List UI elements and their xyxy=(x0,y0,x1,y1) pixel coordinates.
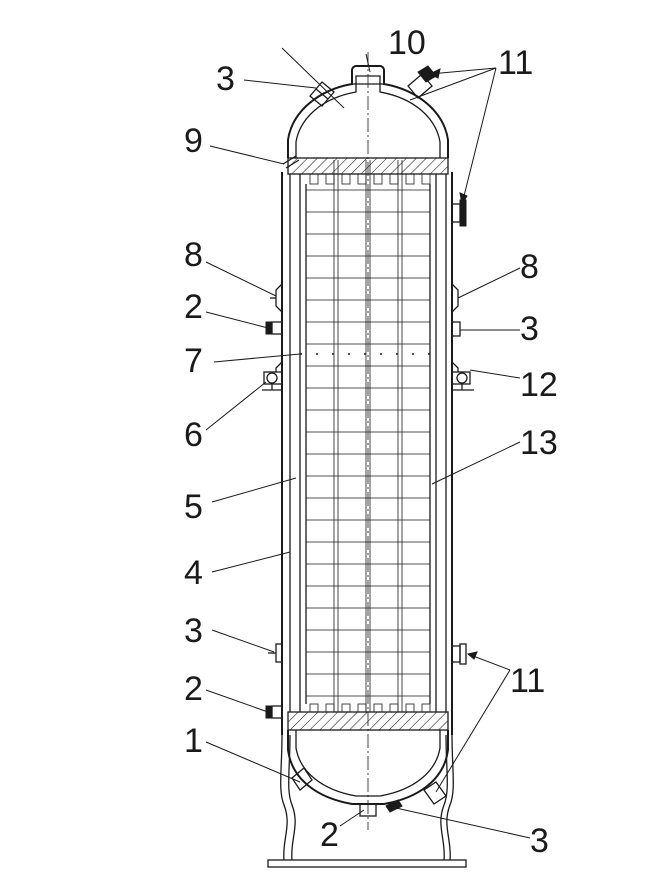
skirt-support xyxy=(267,734,467,868)
label-11-top: 11 xyxy=(498,44,533,82)
shell-nozzle-3-right xyxy=(451,321,461,337)
label-11-bottom: 11 xyxy=(510,662,545,700)
shell-nozzle-8-left xyxy=(270,283,283,313)
label-3-left: 3 xyxy=(184,612,203,650)
label-8-left: 8 xyxy=(184,236,203,274)
label-5: 5 xyxy=(184,488,203,526)
bottom-head-nozzle-3 xyxy=(385,799,403,813)
shell-nozzle-11-lower xyxy=(451,643,467,665)
shell-nozzle-3-lower-left xyxy=(268,643,283,663)
label-12: 12 xyxy=(520,366,558,404)
label-13: 13 xyxy=(520,424,558,462)
bottom-drain-nozzle xyxy=(359,803,377,817)
shell-nozzle-2-lower xyxy=(265,705,283,719)
top-dome-nozzle-left xyxy=(309,81,335,107)
leader-lines xyxy=(205,47,531,839)
shell-nozzle-2-upper xyxy=(265,321,283,335)
bottom-inlet-nozzle xyxy=(291,767,313,791)
label-1: 1 xyxy=(184,722,203,760)
label-9: 9 xyxy=(184,122,203,160)
label-2-lower: 2 xyxy=(184,670,203,708)
lower-tube-sheet xyxy=(287,711,449,731)
label-8-right: 8 xyxy=(520,248,539,286)
label-3-top: 3 xyxy=(216,60,235,98)
label-3-right: 3 xyxy=(520,310,539,348)
label-4: 4 xyxy=(184,554,203,592)
label-7: 7 xyxy=(184,342,203,380)
label-6: 6 xyxy=(184,416,203,454)
shell-nozzle-11-upper xyxy=(451,199,467,227)
tube-bundle xyxy=(305,160,431,712)
label-10: 10 xyxy=(388,24,426,62)
lower-baffle-teeth xyxy=(309,703,431,713)
jacket-connection-6 xyxy=(262,361,283,391)
label-2-upper: 2 xyxy=(184,288,203,326)
label-2-bottom: 2 xyxy=(320,816,339,854)
label-3-bottom: 3 xyxy=(530,822,549,860)
part-labels: 10 3 11 9 8 8 2 3 7 12 6 13 5 4 3 11 2 1… xyxy=(184,24,558,860)
vessel-shell xyxy=(281,172,453,735)
jacket-connection-12 xyxy=(451,361,474,391)
